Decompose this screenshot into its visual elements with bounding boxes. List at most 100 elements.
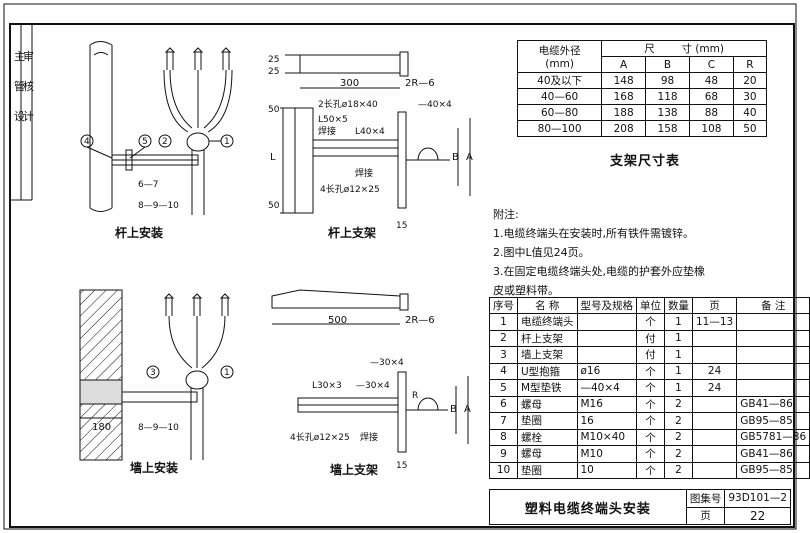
wall-section xyxy=(79,289,123,461)
parts-table-cell: 付 xyxy=(636,329,665,347)
note-2: 2.图中L值见24页。 xyxy=(493,246,590,259)
parts-header-cell: 单位 xyxy=(636,297,665,314)
parts-table-cell xyxy=(736,313,810,331)
bracket-pole-plate xyxy=(294,107,314,214)
label-weld1: 焊接 xyxy=(318,125,336,137)
pole-bracket-view: 25 25 300 2R—6 50 L 50 B A 15 2长孔ø18×40 … xyxy=(268,51,473,240)
note-3-cont: 皮或塑料带。 xyxy=(493,284,559,297)
parts-table-cell: 螺栓 xyxy=(517,428,578,446)
parts-table-cell: M10 xyxy=(576,445,637,463)
stamp-char-1: 主 xyxy=(14,50,25,63)
dim-col-A: A xyxy=(601,56,647,73)
dim-table-cell: 148 xyxy=(601,72,647,89)
caption-pole-install: 杆上安装 xyxy=(115,225,163,240)
parts-table-cell: M10×40 xyxy=(576,428,637,446)
label-slot: 2长孔ø18×40 xyxy=(318,98,378,110)
label-weld-wall: 焊接 xyxy=(360,431,378,443)
dim-table-cell: 88 xyxy=(688,104,734,121)
parts-table-cell xyxy=(691,346,738,364)
parts-table-cell: 16 xyxy=(576,412,637,430)
parts-table-cell xyxy=(691,329,738,347)
parts-table-cell: 3 xyxy=(489,346,518,364)
atlas-number: 93D101—2 xyxy=(724,489,791,508)
callout-8-9-10-wall: 8—9—10 xyxy=(138,423,179,433)
dim-table-cell: 40及以下 xyxy=(516,72,603,89)
parts-header-cell: 备 注 xyxy=(736,297,810,314)
parts-table-cell: 2 xyxy=(664,445,693,463)
label-angle30: L30×3 xyxy=(312,381,342,391)
dim-table-cell: 138 xyxy=(645,104,690,121)
parts-table-cell: 1 xyxy=(664,313,693,331)
note-1: 1.电缆终端头在安装时,所有铁件需镀锌。 xyxy=(493,227,694,240)
parts-header-cell: 数量 xyxy=(664,297,693,314)
callout-5: 5 xyxy=(142,137,148,147)
parts-header-cell: 型号及规格 xyxy=(576,297,637,314)
parts-table-cell: 8 xyxy=(489,428,518,446)
breakout-joint xyxy=(186,132,210,152)
dim-table-cell: 98 xyxy=(645,72,690,89)
page-label: 页 xyxy=(685,506,726,525)
dim-col-R: R xyxy=(732,56,768,73)
dim-table-cell: 30 xyxy=(732,88,768,105)
dim-table-cell: 118 xyxy=(645,88,690,105)
dim-25a: 25 xyxy=(268,55,279,65)
parts-table-cell: 个 xyxy=(636,428,665,446)
callout-3: 3 xyxy=(150,368,156,378)
stamp-char-6: 计 xyxy=(23,110,34,123)
stamp-char-2: 管 xyxy=(14,79,25,93)
dim-2r6-top: 2R—6 xyxy=(405,78,435,89)
parts-table-cell: 2 xyxy=(664,395,693,413)
parts-table-cell: 杆上支架 xyxy=(517,329,578,347)
pole-shape xyxy=(89,41,113,212)
notes-title: 附注: xyxy=(493,208,519,221)
parts-table-cell: 2 xyxy=(664,461,693,479)
parts-table-cell: 10 xyxy=(576,461,637,479)
dim-table-cell: 80—100 xyxy=(516,120,603,137)
dim-table-cell: 168 xyxy=(601,88,647,105)
parts-table-cell: 个 xyxy=(636,461,665,479)
parts-table-header: 序号名 称型号及规格单位数量页备 注 xyxy=(489,297,810,314)
parts-table-cell: 个 xyxy=(636,362,665,380)
drawing-border xyxy=(9,23,795,528)
label-holes-wall: 4长孔ø12×25 xyxy=(290,431,350,443)
wall-bracket-top-view xyxy=(271,289,401,309)
parts-table-cell: 电缆终端头 xyxy=(517,313,578,331)
label-angle50: L50×5 xyxy=(318,115,348,125)
stamp-char-5: 核 xyxy=(23,79,34,93)
wall-bracket-arm xyxy=(121,391,198,403)
label-flat30: —30×4 xyxy=(356,381,390,391)
side-stamp: 主 管 设 审 核 计 xyxy=(10,24,34,201)
dim-table-cell: 68 xyxy=(688,88,734,105)
drawing-title: 塑料电缆终端头安装 xyxy=(489,489,687,525)
dim-table-cell: 40—60 xyxy=(516,88,603,105)
dim-300: 300 xyxy=(340,78,359,89)
caption-wall-bracket: 墙上支架 xyxy=(330,462,378,477)
parts-table-cell: GB5781—86 xyxy=(736,428,810,446)
dim-table-cell: 60—80 xyxy=(516,104,603,121)
dim-25b: 25 xyxy=(268,67,279,77)
title-block: 塑料电缆终端头安装 图集号 93D101—2 页 22 xyxy=(489,489,791,525)
wall-install-view: 180 3 1 8—9—10 墙上安装 xyxy=(79,289,234,475)
dim-50b: 50 xyxy=(268,201,280,211)
dim-col-B: B xyxy=(645,56,690,73)
parts-table-cell xyxy=(691,428,738,446)
dim-B: B xyxy=(452,152,459,163)
dim-table-cell: 48 xyxy=(688,72,734,89)
dim-B-wall: B xyxy=(450,404,457,415)
parts-table-cell xyxy=(691,445,738,463)
dim-R: R xyxy=(412,391,418,401)
u-clamp-shape xyxy=(417,147,439,161)
parts-table-cell: 2 xyxy=(489,329,518,347)
parts-table-cell: 1 xyxy=(664,379,693,397)
wall-bracket-view: 500 2R—6 B A R 15 —30×4 L30×3 —30×4 焊接 4… xyxy=(271,289,471,477)
